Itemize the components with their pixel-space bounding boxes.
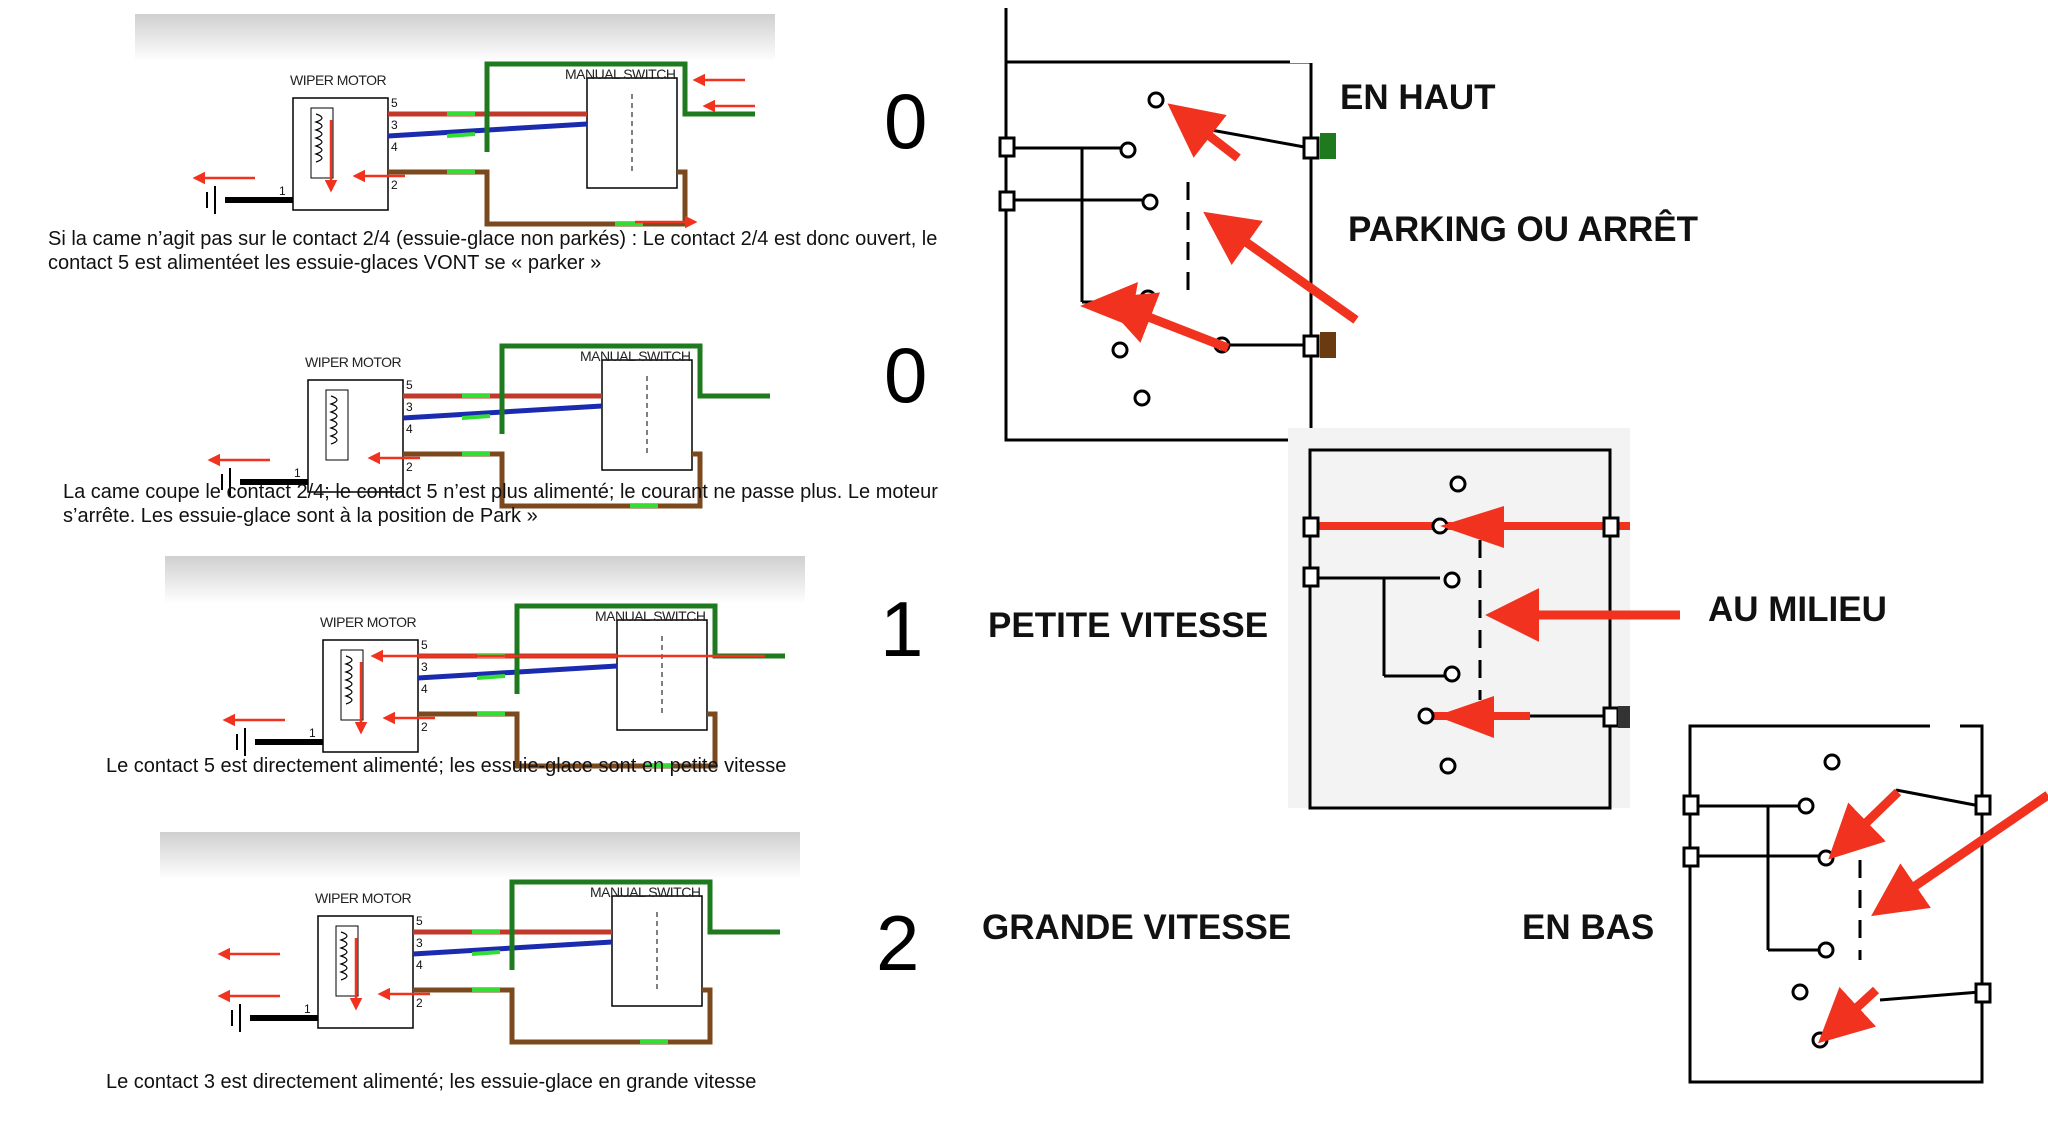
label-au-milieu: AU MILIEU <box>1708 590 1887 629</box>
terminal-3: 3 <box>391 118 398 132</box>
switch-label: MANUAL SWITCH <box>590 884 701 900</box>
caption-row-2: La came coupe le contact 2/4; le contact… <box>63 481 938 527</box>
switch-box-top <box>1004 8 1320 442</box>
switch-label: MANUAL SWITCH <box>565 66 676 82</box>
position-digit-row-3: 1 <box>880 585 924 673</box>
terminal-1: 1 <box>279 184 286 198</box>
motor-label: WIPER MOTOR <box>315 890 412 906</box>
terminal-3: 3 <box>406 400 413 414</box>
terminal-1: 1 <box>304 1002 311 1016</box>
terminal-5: 5 <box>391 96 398 110</box>
terminal-5: 5 <box>421 638 428 652</box>
wiring-panel-4: WIPER MOTOR MANUAL SWITCH 5 3 4 2 1 <box>160 832 800 1045</box>
motor-label: WIPER MOTOR <box>290 72 387 88</box>
caption-row-1: Si la came n’agit pas sur le contact 2/4… <box>48 228 938 274</box>
terminal-5: 5 <box>406 378 413 392</box>
label-grande-vitesse: GRANDE VITESSE <box>982 908 1292 947</box>
label-en-haut: EN HAUT <box>1340 78 1496 117</box>
motor-label: WIPER MOTOR <box>305 354 402 370</box>
terminal-4: 4 <box>421 682 428 696</box>
terminal-2: 2 <box>421 720 428 734</box>
terminal-4: 4 <box>406 422 413 436</box>
position-digit-row-1: 0 <box>884 77 928 165</box>
switch-label: MANUAL SWITCH <box>595 608 706 624</box>
terminal-2: 2 <box>406 460 413 474</box>
wiring-panel-1: WIPER MOTOR MANUAL SWITCH 5 3 4 2 1 <box>135 14 775 229</box>
terminal-1: 1 <box>309 726 316 740</box>
label-parking: PARKING OU ARRÊT <box>1348 210 1698 249</box>
label-petite-vitesse: PETITE VITESSE <box>988 606 1269 645</box>
caption-row-4: Le contact 3 est directement alimenté; l… <box>106 1071 757 1093</box>
switch-label: MANUAL SWITCH <box>580 348 691 364</box>
terminal-2: 2 <box>416 996 423 1010</box>
wiring-panel-3: WIPER MOTOR MANUAL SWITCH 5 3 4 2 1 <box>165 556 805 769</box>
terminal-2: 2 <box>391 178 398 192</box>
position-digit-row-2: 0 <box>884 331 928 419</box>
terminal-1: 1 <box>294 466 301 480</box>
position-digit-row-4: 2 <box>876 899 920 987</box>
terminal-3: 3 <box>421 660 428 674</box>
wiring-panel-2: WIPER MOTOR MANUAL SWITCH 5 3 4 2 1 <box>150 296 790 509</box>
terminal-4: 4 <box>391 140 398 154</box>
terminal-3: 3 <box>416 936 423 950</box>
motor-label: WIPER MOTOR <box>320 614 417 630</box>
caption-row-3: Le contact 5 est directement alimenté; l… <box>106 755 787 777</box>
terminal-4: 4 <box>416 958 423 972</box>
label-en-bas: EN BAS <box>1522 908 1655 947</box>
terminal-5: 5 <box>416 914 423 928</box>
